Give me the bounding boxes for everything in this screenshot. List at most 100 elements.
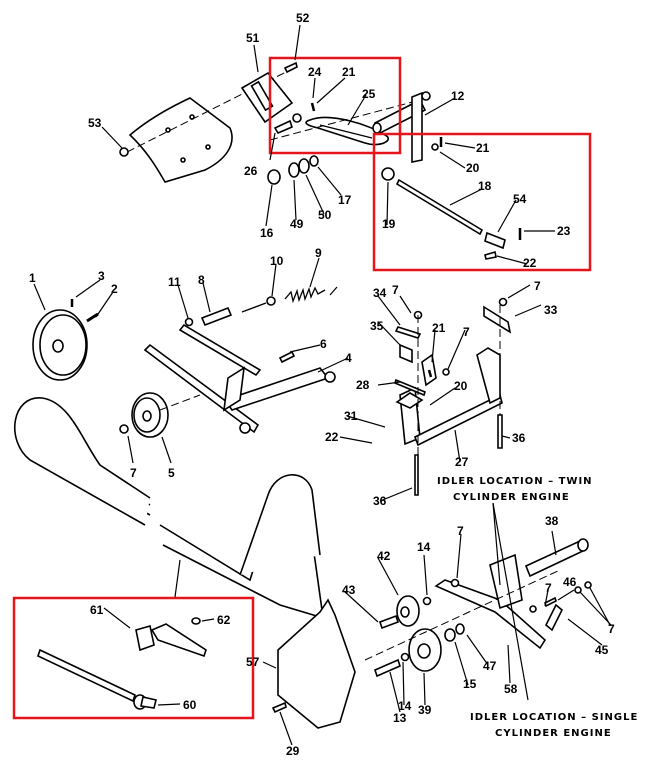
spring-9 bbox=[284, 286, 326, 304]
callout-21b: 21 bbox=[476, 141, 490, 155]
callout-38: 38 bbox=[545, 514, 559, 528]
callout-14-upper: 14 bbox=[417, 540, 431, 554]
callout-12: 12 bbox=[451, 89, 465, 103]
control-rod-18 bbox=[395, 178, 484, 236]
bearing-15 bbox=[444, 628, 456, 642]
callout-7-twin: 7 bbox=[463, 325, 470, 339]
callout-35: 35 bbox=[370, 319, 384, 333]
callout-51: 51 bbox=[246, 31, 260, 45]
callout-7-single: 7 bbox=[457, 524, 464, 538]
callout-25: 25 bbox=[362, 87, 376, 101]
bolt-6 bbox=[278, 350, 296, 364]
spacer-47 bbox=[455, 623, 465, 635]
nut-11 bbox=[184, 317, 194, 327]
callout-7-bracket: 7 bbox=[534, 279, 541, 293]
callout-36-left: 36 bbox=[373, 494, 387, 508]
nut-53 bbox=[119, 147, 129, 157]
caption-twin-line2: CYLINDER ENGINE bbox=[453, 492, 570, 503]
callout-45: 45 bbox=[595, 643, 609, 657]
nut-7-twin bbox=[442, 368, 450, 376]
spring-45 bbox=[545, 603, 563, 632]
callout-16: 16 bbox=[260, 226, 274, 240]
bolt-52 bbox=[283, 61, 298, 74]
callout-22: 22 bbox=[523, 256, 537, 270]
pulley-1 bbox=[32, 309, 88, 381]
rockshaft-12 bbox=[372, 91, 431, 163]
lower-left-highlight bbox=[12, 596, 255, 720]
callout-7-top: 7 bbox=[392, 283, 399, 297]
callout-26: 26 bbox=[244, 164, 258, 178]
caption-single-line1: IDLER LOCATION – SINGLE bbox=[470, 712, 638, 723]
drive-belt-long bbox=[159, 474, 331, 621]
callout-7-c: 7 bbox=[608, 622, 615, 636]
captions: IDLER LOCATION – TWIN CYLINDER ENGINE ID… bbox=[437, 476, 638, 739]
callout-1: 1 bbox=[29, 271, 36, 285]
callout-15: 15 bbox=[463, 677, 477, 691]
callout-46: 46 bbox=[563, 575, 577, 589]
callout-47: 47 bbox=[483, 659, 497, 673]
callout-18: 18 bbox=[478, 179, 492, 193]
tube-8 bbox=[200, 306, 233, 327]
washer-14-upper bbox=[422, 596, 432, 606]
idler-arm-4 bbox=[143, 323, 336, 434]
callout-57: 57 bbox=[246, 655, 260, 669]
callout-7-a: 7 bbox=[545, 581, 552, 595]
caption-twin-line1: IDLER LOCATION – TWIN bbox=[437, 476, 593, 487]
pulley-42 bbox=[396, 595, 420, 627]
callout-22-twin: 22 bbox=[325, 430, 339, 444]
pin-22 bbox=[484, 250, 497, 260]
callout-33: 33 bbox=[544, 303, 558, 317]
callout-31: 31 bbox=[344, 409, 358, 423]
clip-35 bbox=[399, 343, 413, 364]
ring-17 bbox=[309, 155, 319, 167]
callout-20: 20 bbox=[466, 161, 480, 175]
eyebolt-10 bbox=[241, 296, 276, 313]
callout-58: 58 bbox=[504, 682, 518, 696]
callout-42: 42 bbox=[377, 549, 391, 563]
washer-62 bbox=[191, 617, 201, 625]
ferrule-54 bbox=[484, 231, 506, 250]
pulley-39 bbox=[408, 628, 442, 672]
callout-62: 62 bbox=[217, 613, 231, 627]
callout-52: 52 bbox=[296, 11, 310, 25]
callout-36-right: 36 bbox=[512, 431, 526, 445]
callout-34: 34 bbox=[373, 286, 387, 300]
callout-19: 19 bbox=[382, 217, 396, 231]
callout-21-twin: 21 bbox=[432, 321, 446, 335]
bushing-16 bbox=[267, 169, 281, 185]
idler-bracket-27 bbox=[395, 347, 503, 447]
nut-7-c bbox=[584, 581, 592, 589]
idler-pulley-5 bbox=[131, 392, 169, 438]
callout-6: 6 bbox=[320, 337, 327, 351]
clevis-24 bbox=[292, 113, 302, 123]
bracket-33 bbox=[483, 305, 512, 334]
callout-labels: 52 51 53 24 21 25 26 16 49 50 17 12 21 2… bbox=[29, 11, 615, 758]
callout-8: 8 bbox=[198, 273, 205, 287]
pin-26 bbox=[273, 119, 293, 135]
cotter-pin-21 bbox=[310, 102, 316, 112]
shaft-38 bbox=[524, 538, 589, 578]
bolt-43 bbox=[378, 614, 400, 630]
washer-14-lower bbox=[400, 652, 410, 662]
bolt-36-right bbox=[497, 414, 503, 449]
callout-43: 43 bbox=[342, 583, 356, 597]
drive-belt-short bbox=[14, 397, 151, 526]
setscrew-2 bbox=[86, 312, 99, 323]
callout-53: 53 bbox=[88, 116, 102, 130]
callout-14-lower: 14 bbox=[398, 699, 412, 713]
deflector-shield bbox=[126, 69, 291, 183]
callout-50: 50 bbox=[318, 208, 332, 222]
callout-13: 13 bbox=[393, 711, 407, 725]
callout-24: 24 bbox=[308, 65, 322, 79]
pin-21-twin bbox=[427, 369, 433, 378]
nut-7-single bbox=[450, 578, 460, 588]
callout-17: 17 bbox=[338, 193, 352, 207]
callout-28: 28 bbox=[356, 378, 370, 392]
callout-61: 61 bbox=[90, 603, 104, 617]
caption-single-line2: CYLINDER ENGINE bbox=[495, 728, 612, 739]
screw-29 bbox=[271, 701, 287, 714]
washer-50 bbox=[298, 158, 310, 174]
bolt-13 bbox=[374, 658, 401, 678]
callout-5: 5 bbox=[168, 466, 175, 480]
belt-guard-57 bbox=[277, 598, 356, 729]
